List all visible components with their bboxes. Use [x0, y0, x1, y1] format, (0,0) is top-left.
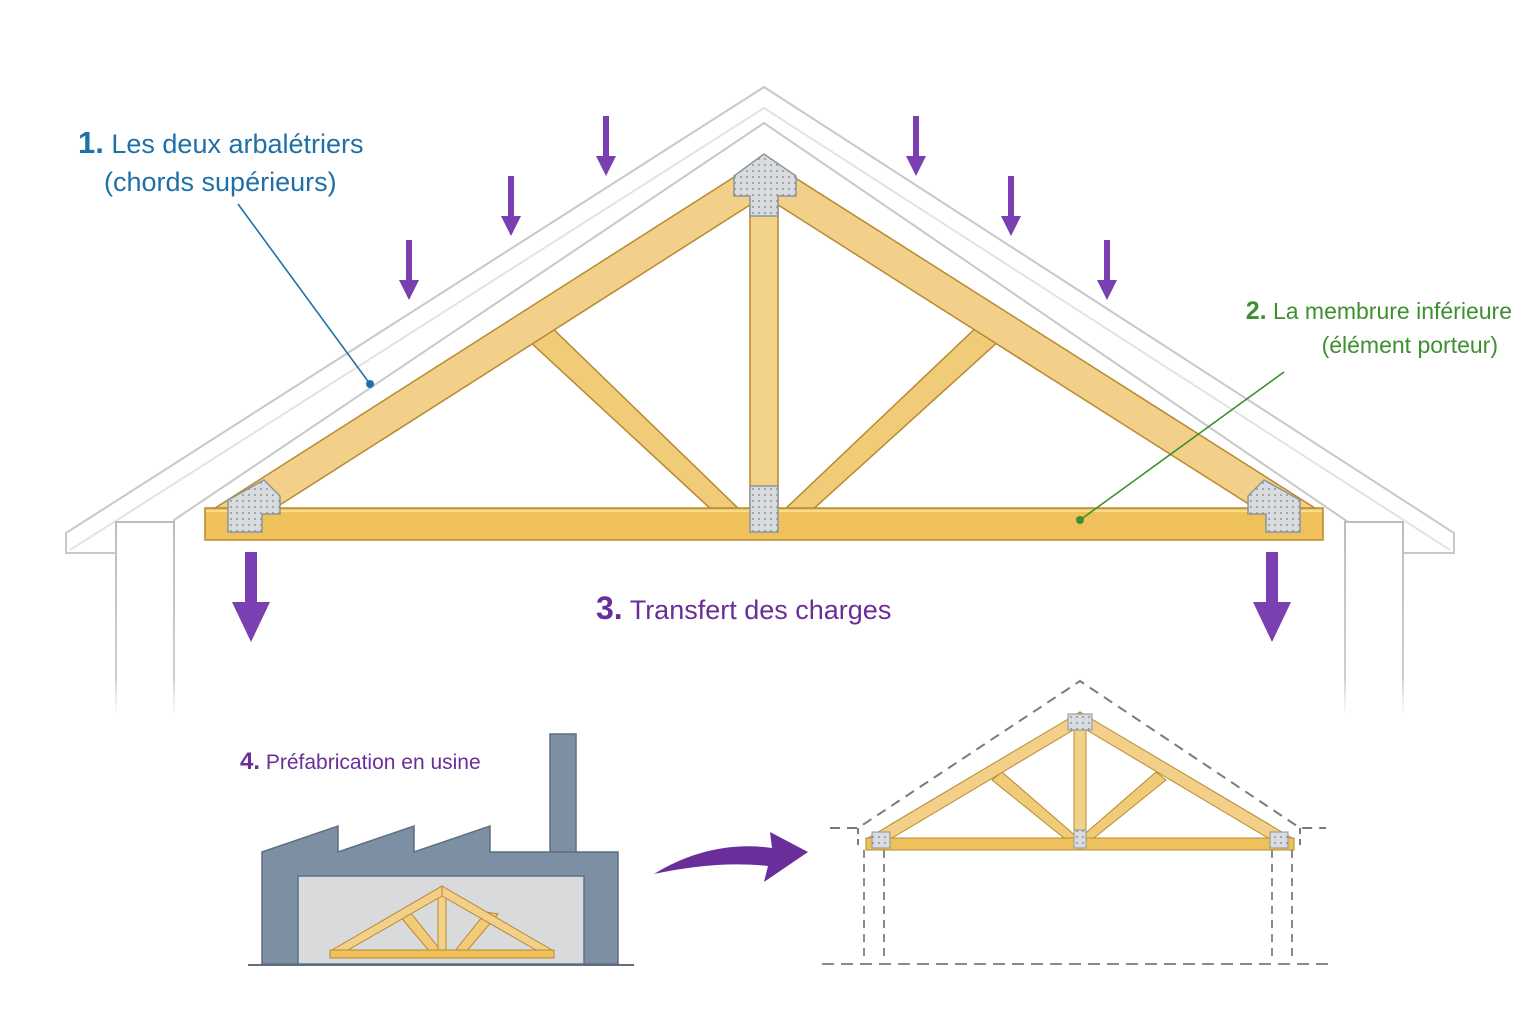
label-number: 2. — [1245, 297, 1267, 325]
left-wall — [115, 521, 175, 719]
label-text: Les deux arbalétriers — [111, 129, 364, 159]
support-load-arrows — [232, 552, 1291, 642]
load-arrow-icon — [399, 240, 419, 300]
factory-icon — [248, 733, 634, 966]
label-text: La membrure inférieure — [1272, 298, 1512, 324]
label-number: 1. — [78, 125, 104, 160]
load-arrow-icon — [1001, 176, 1021, 236]
installed-truss-house — [822, 679, 1332, 965]
load-arrow-icon — [1097, 240, 1117, 300]
leader-line-bottom-chord — [1079, 371, 1285, 521]
label-number: 4. — [240, 748, 261, 775]
gusset-plate-icon — [749, 485, 779, 533]
label-subtext: (chords supérieurs) — [104, 167, 337, 197]
load-arrow-icon — [1253, 552, 1291, 642]
label-load-transfer: 3. Transfert des charges — [596, 588, 891, 630]
web-left-diagonal — [526, 320, 744, 513]
label-top-chords: 1. Les deux arbalétriers (chords supérie… — [78, 124, 364, 201]
gusset-plate-icon — [733, 153, 797, 217]
label-number: 3. — [596, 590, 623, 626]
gusset-plate-icon — [227, 479, 281, 533]
load-arrow-icon — [501, 176, 521, 236]
load-arrow-icon — [596, 116, 616, 176]
main-truss — [204, 153, 1324, 541]
label-text: Préfabrication en usine — [265, 751, 481, 774]
web-right-diagonal — [780, 320, 1002, 513]
label-text: Transfert des charges — [629, 595, 892, 625]
label-prefabrication: 4. Préfabrication en usine — [240, 746, 481, 779]
leader-line-top-chord — [237, 203, 371, 385]
leader-lines — [237, 203, 1285, 524]
load-arrow-icon — [906, 116, 926, 176]
curved-arrow-icon — [654, 832, 808, 882]
roof-load-arrows — [399, 116, 1117, 300]
load-arrow-icon — [232, 552, 270, 642]
label-subtext: (élément porteur) — [1321, 332, 1498, 358]
label-bottom-chord: 2. La membrure inférieure (élément porte… — [1246, 294, 1512, 362]
prefab-truss — [329, 885, 555, 959]
web-king-post — [749, 179, 779, 513]
gusset-plate-icon — [1247, 479, 1301, 533]
right-wall — [1344, 521, 1404, 719]
